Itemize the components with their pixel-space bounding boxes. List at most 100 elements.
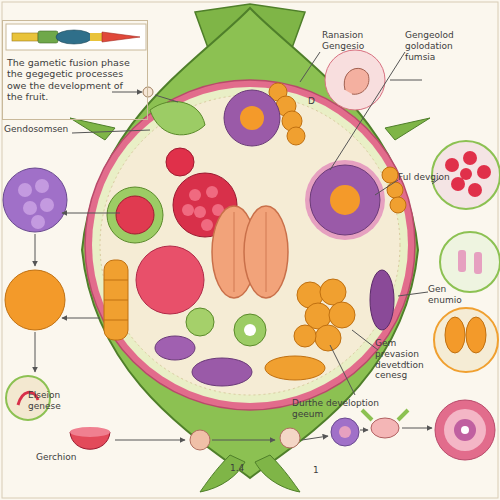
leader-line-part <box>115 440 185 441</box>
callout-label: Ranasion Gengesio <box>322 30 380 52</box>
leader-line-part <box>72 130 150 133</box>
pencil-banner-part <box>56 30 92 44</box>
side-details <box>3 50 500 460</box>
leader-line-part <box>398 292 428 296</box>
fruit-contents-part <box>104 280 128 320</box>
fruit-contents-part <box>206 186 218 198</box>
leader-line-part <box>300 52 320 82</box>
fruit-contents-part <box>294 325 316 347</box>
side-details-part <box>5 270 65 330</box>
fruit-contents-part <box>382 167 398 183</box>
leader-line-part <box>402 428 432 429</box>
side-details-part <box>325 50 385 110</box>
fruit-contents-part <box>305 160 385 240</box>
side-details-part <box>3 168 67 232</box>
leader-line-part <box>112 92 142 93</box>
side-details-part <box>463 151 477 165</box>
side-details-part <box>468 183 482 197</box>
fruit-contents-part <box>189 189 201 201</box>
leader-line-part <box>375 180 398 195</box>
pencil-banner <box>6 24 146 50</box>
fruit-body-part <box>200 455 245 492</box>
fruit-contents-part <box>315 325 341 351</box>
fruit-contents-part <box>390 197 406 213</box>
side-details-part <box>460 168 472 180</box>
pencil-banner-part <box>102 32 140 42</box>
callout-label: Gendosomsen <box>4 124 84 135</box>
side-details-part <box>70 427 110 437</box>
side-details-part <box>40 198 54 212</box>
leader-line-part <box>302 436 328 440</box>
pencil-banner-part <box>38 31 58 43</box>
callout-label: Gerchion <box>36 452 96 463</box>
side-details-part <box>454 419 476 441</box>
callout-label: Gem prevasion devetdtion cenesg <box>375 338 433 381</box>
leader-line-part <box>390 80 422 81</box>
fruit-contents-part <box>244 324 256 336</box>
leader-line-part <box>352 330 378 350</box>
fruit-contents-part <box>107 187 163 243</box>
leader-line-part <box>35 234 36 266</box>
fruit-body-part <box>82 8 418 478</box>
side-details-part <box>331 418 359 446</box>
fruit-contents-part <box>370 270 394 330</box>
side-details-part <box>458 250 466 272</box>
leader-line-part <box>360 430 368 431</box>
side-details-part <box>18 183 32 197</box>
fruit-body <box>70 4 430 492</box>
fruit-contents-part <box>224 90 280 146</box>
side-details-part <box>31 215 45 229</box>
callout-label: Gengeolod golodation fumsia <box>405 30 471 62</box>
fruit-contents-part <box>194 206 206 218</box>
leader-line-part <box>35 332 36 372</box>
fruit-contents-part <box>192 358 252 386</box>
fruit-contents-part <box>310 165 380 235</box>
fruit-contents-part <box>387 182 403 198</box>
fruit-body-part <box>92 87 408 403</box>
panel-note: The gametic fusion phase the gegegetic p… <box>7 57 141 103</box>
fruit-contents <box>104 83 406 386</box>
fruit-contents-part <box>265 356 325 380</box>
pencil-banner-part <box>12 33 38 41</box>
callout-label: 1.4 <box>230 463 254 474</box>
fruit-contents-part <box>166 148 194 176</box>
callout-label: Ful devgion <box>398 172 478 183</box>
leader-line-part <box>62 213 120 214</box>
text-panel: The gametic fusion phase the gegegetic p… <box>2 20 148 120</box>
side-details-part <box>445 158 459 172</box>
side-details-part <box>477 165 491 179</box>
leader-line-part <box>212 440 275 441</box>
side-details-part <box>440 232 500 292</box>
pencil-banner-part <box>90 33 102 41</box>
fruit-body-part <box>385 118 430 140</box>
pencil-banner-part <box>6 24 146 50</box>
fruit-body-part <box>70 118 115 140</box>
side-details-part <box>143 87 153 97</box>
fruit-contents-part <box>136 246 204 314</box>
leader-line-part <box>62 318 100 319</box>
leader-line-part <box>155 95 178 102</box>
fruit-contents-part <box>150 102 205 135</box>
side-details-part <box>371 418 399 438</box>
fruit-contents-part <box>234 314 266 346</box>
side-details-part <box>435 400 495 460</box>
side-details-part <box>434 308 498 372</box>
side-details-part <box>344 68 369 94</box>
side-details-part <box>280 428 300 448</box>
fruit-contents-part <box>104 260 128 340</box>
callout-label: Durthe develoption geeum <box>292 398 400 420</box>
callout-label: Elseion genese <box>28 390 76 412</box>
side-details-part <box>35 179 49 193</box>
fruit-contents-part <box>186 308 214 336</box>
fruit-body-part <box>255 455 300 492</box>
fruit-contents-part <box>116 196 154 234</box>
fruit-contents-part <box>234 212 266 292</box>
side-details-part <box>474 252 482 274</box>
side-details-part <box>190 430 210 450</box>
side-details-part <box>339 426 351 438</box>
side-details-part <box>461 426 469 434</box>
fruit-contents-part <box>287 127 305 145</box>
side-details-part <box>23 201 37 215</box>
